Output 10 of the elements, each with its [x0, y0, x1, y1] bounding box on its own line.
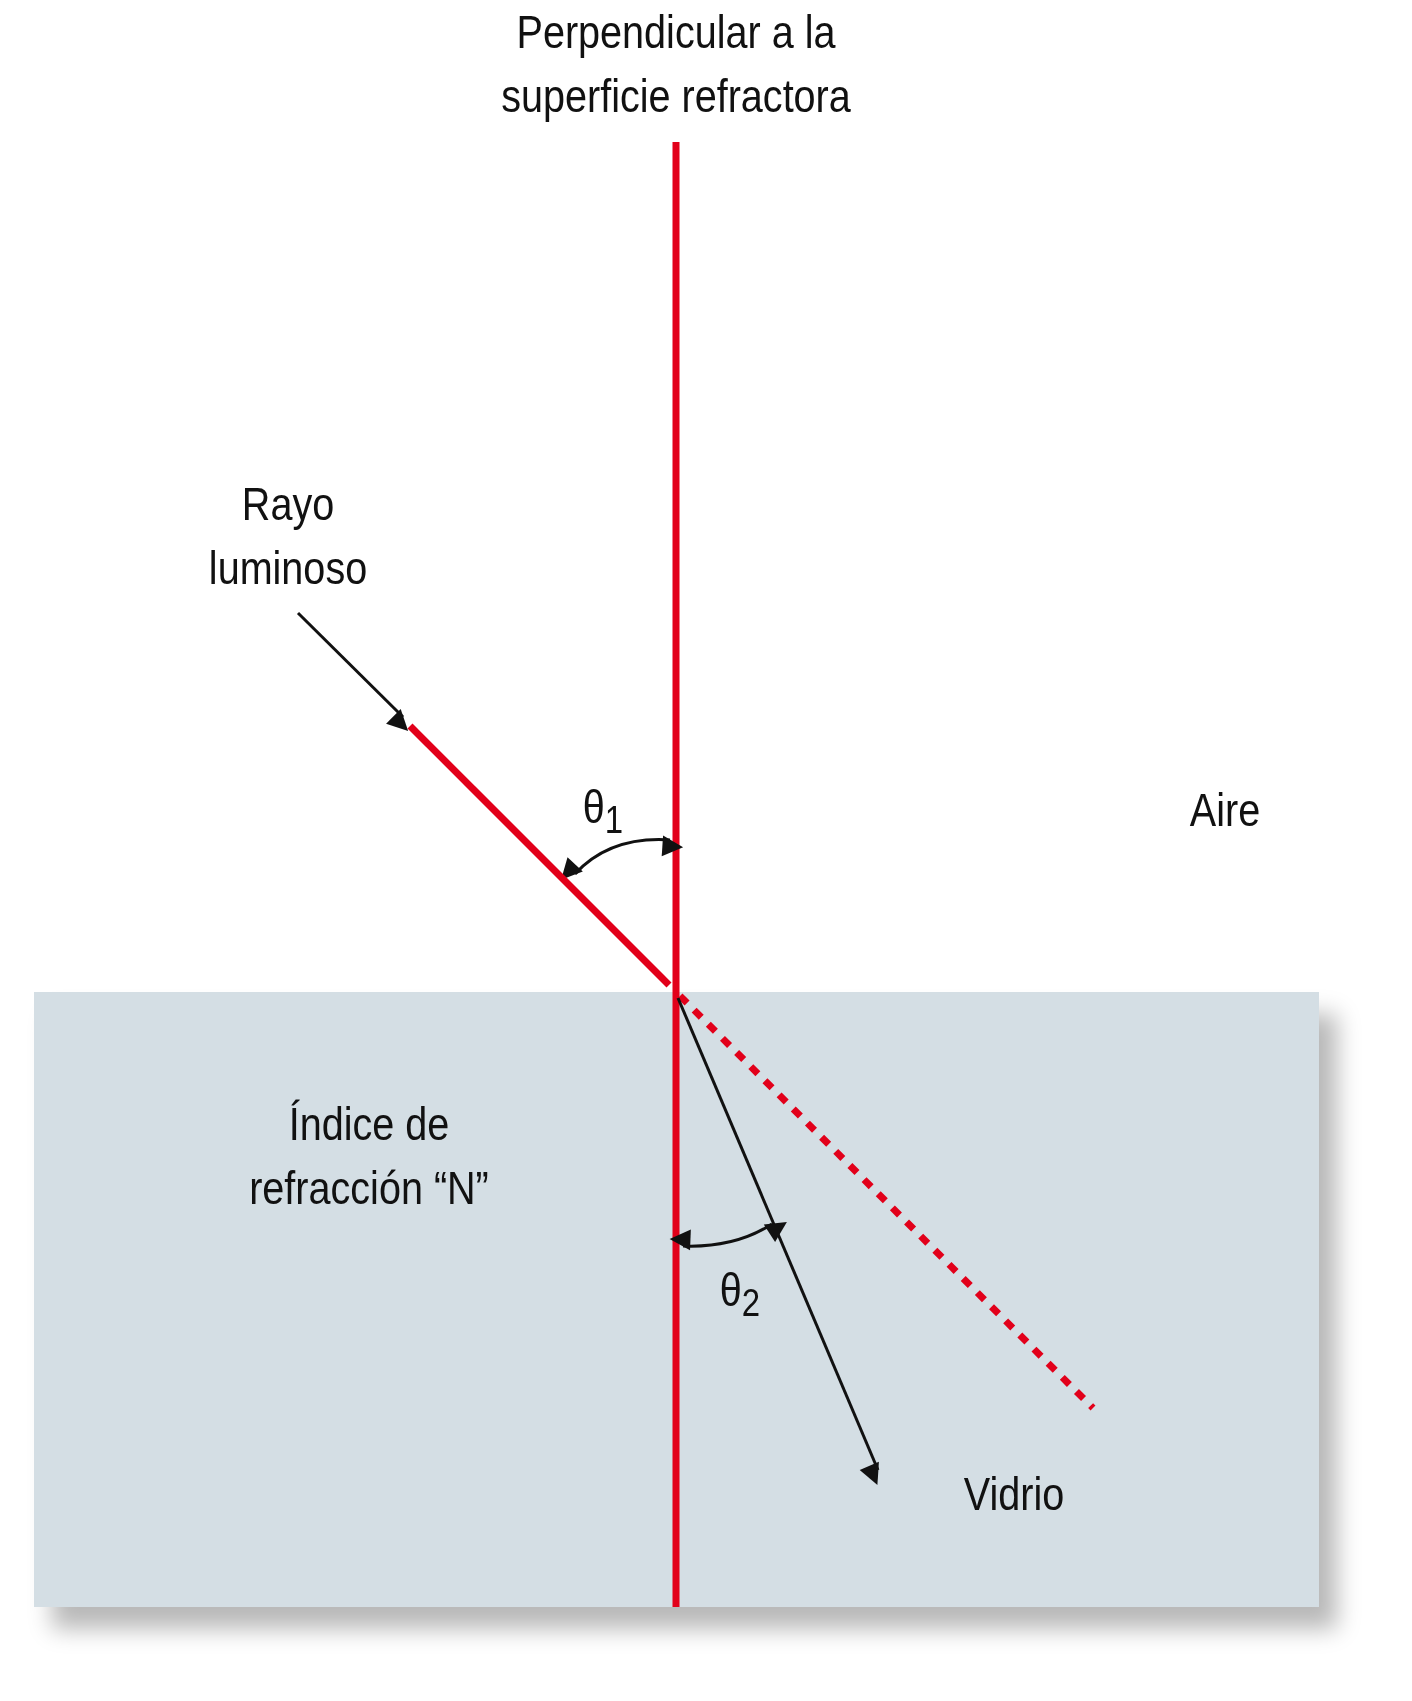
glass-block [34, 992, 1319, 1607]
medium-label: Vidrio [962, 1467, 1066, 1522]
leader-line [296, 611, 409, 732]
refractive-index-label: Índice de refracción “N” [248, 1097, 490, 1216]
ray-label: Rayo luminoso [167, 472, 409, 600]
angle-label: θ$_{1}$ [581, 780, 625, 844]
light-ray [407, 723, 672, 988]
axis-label: Perpendicular a la superficie refractora [500, 5, 852, 124]
medium-label: Aire [1188, 783, 1262, 838]
angle-label: θ$_{2}$ [718, 1263, 762, 1327]
